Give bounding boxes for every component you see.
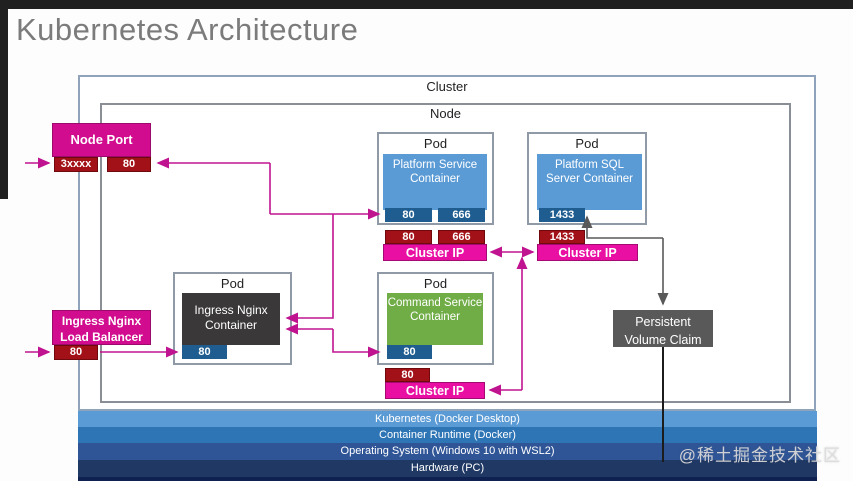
platform-service-port-666: 666 [438, 230, 485, 244]
persistent-volume-claim-box: Persistent Volume Claim [613, 310, 713, 347]
command-cluster-ip: Cluster IP [385, 382, 485, 399]
cluster-label: Cluster [426, 79, 468, 94]
command-pod-label: Pod [423, 276, 448, 291]
platform-sql-server-container: Platform SQL Server Container [537, 154, 642, 210]
command-container-port-80: 80 [387, 345, 432, 359]
sql-cluster-ip: Cluster IP [537, 244, 638, 261]
slide-left-border [0, 9, 8, 199]
ingress-pod-label: Pod [220, 276, 245, 291]
layer-operating-system: Operating System (Windows 10 with WSL2) [78, 443, 817, 460]
layer-baseline [78, 477, 817, 481]
platform-service-port-80: 80 [385, 230, 432, 244]
page-title: Kubernetes Architecture [16, 12, 359, 47]
node-label: Node [429, 106, 462, 121]
command-service-container: Command Service Container [387, 293, 483, 345]
platform-pod-label: Pod [423, 136, 448, 151]
platform-cluster-ip: Cluster IP [383, 244, 487, 261]
ingress-nginx-container: Ingress Nginx Container [182, 293, 280, 345]
layer-container-runtime: Container Runtime (Docker) [78, 427, 817, 443]
ingress-load-balancer-port-80: 80 [54, 345, 98, 360]
watermark: @稀土掘金技术社区 [678, 446, 841, 465]
platform-container-port-666: 666 [438, 208, 485, 222]
sql-service-port-1433: 1433 [539, 230, 585, 244]
slide-top-border [0, 0, 853, 9]
command-service-port-80: 80 [385, 368, 430, 382]
node-port-80: 80 [107, 157, 151, 172]
layer-kubernetes: Kubernetes (Docker Desktop) [78, 411, 817, 427]
node-port-3xxxx: 3xxxx [54, 157, 98, 172]
platform-container-port-80: 80 [385, 208, 432, 222]
layer-hardware: Hardware (PC) [78, 460, 817, 477]
ingress-load-balancer-box: Ingress Nginx Load Balancer [52, 310, 151, 345]
platform-service-container: Platform Service Container [383, 154, 487, 210]
sql-container-port-1433: 1433 [539, 208, 585, 222]
sql-pod-label: Pod [575, 136, 599, 151]
ingress-container-port-80: 80 [182, 345, 227, 359]
node-port-box: Node Port [52, 123, 151, 157]
